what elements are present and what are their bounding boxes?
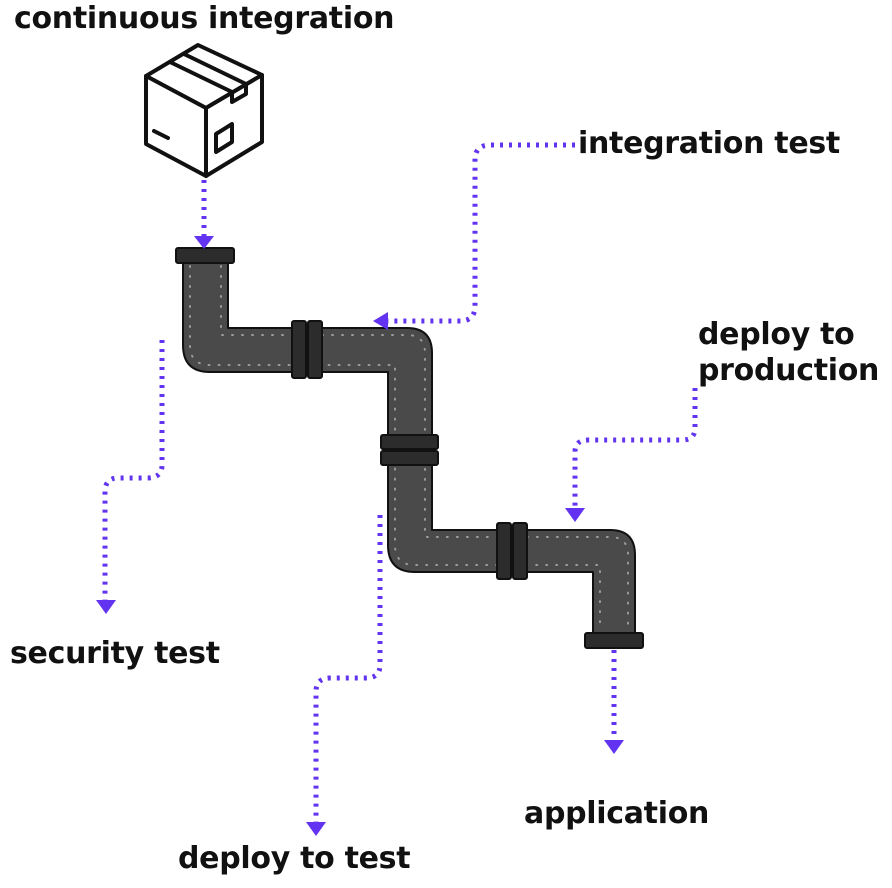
arrowhead-integration-test xyxy=(373,312,388,330)
pipe-coupling-1 xyxy=(291,320,323,379)
arrowhead-deploy-to-production xyxy=(565,508,585,522)
pipe xyxy=(175,247,644,649)
arrowhead-ci xyxy=(194,236,214,249)
arrowhead-application xyxy=(604,740,624,754)
arrowhead-deploy-to-test xyxy=(306,822,326,836)
label-integration-test: integration test xyxy=(578,126,840,161)
pipe-coupling-2 xyxy=(380,434,439,466)
pipe-flange-bottom xyxy=(584,632,644,649)
arrow-deploy-to-test xyxy=(313,515,383,822)
arrow-integration-test xyxy=(388,142,575,324)
cardboard-box-icon xyxy=(144,43,264,178)
label-application: application xyxy=(524,796,710,831)
arrow-deploy-to-production xyxy=(572,388,698,508)
arrow-security-test xyxy=(102,340,165,600)
label-deploy-to-test: deploy to test xyxy=(178,841,411,876)
arrowheads xyxy=(96,236,624,836)
label-security-test: security test xyxy=(10,636,220,671)
label-deploy-to-production: deploy to production xyxy=(698,317,879,389)
arrowhead-security-test xyxy=(96,600,116,614)
pipe-coupling-3 xyxy=(496,522,528,580)
label-deploy-to-production-line-2: production xyxy=(698,353,880,388)
pipe-rivets xyxy=(189,265,629,631)
pipe-flange-top xyxy=(175,247,235,264)
label-deploy-to-production-line-1: deploy to xyxy=(698,317,855,352)
label-continuous-integration: continuous integration xyxy=(14,1,395,36)
